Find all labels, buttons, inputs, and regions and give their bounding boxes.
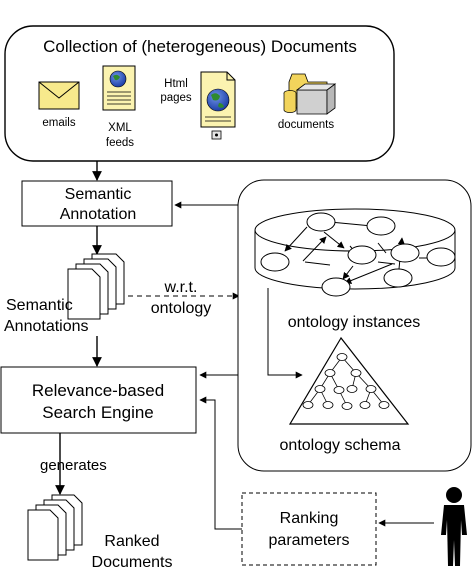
semantic-annotation-box: Semantic Annotation: [21, 180, 173, 227]
html-label-1: Html: [164, 78, 188, 90]
semantic-annotation-line1: Semantic: [65, 186, 132, 203]
generates-label: generates: [40, 457, 107, 474]
documents-label: documents: [278, 119, 335, 131]
ranking-parameters-line2: parameters: [269, 532, 350, 549]
ontology-container: ontology instances: [237, 179, 472, 472]
arrow-instances-to-schema: [267, 288, 303, 379]
ranked-documents-line2: Documents: [92, 554, 173, 571]
emails-label: emails: [42, 117, 75, 129]
ranked-documents-line1: Ranked: [104, 533, 159, 550]
instance-graph: [260, 212, 456, 297]
ranking-parameters-line1: Ranking: [280, 510, 339, 527]
ontology-schema-triangle: [288, 336, 410, 425]
xml-document-icon: [102, 65, 136, 111]
html-label-2: pages: [160, 92, 192, 104]
person-icon: [441, 487, 467, 566]
envelope-icon: [38, 81, 80, 110]
search-engine-box: Relevance-based Search Engine: [0, 366, 197, 434]
xml-label-1: XML: [108, 122, 132, 134]
semantic-annotation-line2: Annotation: [60, 206, 137, 223]
collection-title: Collection of (heterogeneous) Documents: [43, 37, 357, 56]
html-page-icon: [200, 71, 236, 140]
ontology-schema-label: ontology schema: [280, 437, 401, 454]
folder-icon: [283, 73, 337, 115]
search-engine-line1: Relevance-based: [32, 381, 164, 400]
wrt-label: w.r.t.: [164, 279, 198, 296]
annotations-document-stack: [67, 253, 125, 320]
search-engine-line2: Search Engine: [42, 403, 154, 422]
arrow-ranking-to-engine: [199, 396, 242, 530]
ontology-instances-label: ontology instances: [288, 314, 421, 331]
ontology-wrt-label: ontology: [151, 300, 212, 317]
ranking-parameters-box: Ranking parameters: [241, 492, 377, 566]
semantic-annotations-line1: Semantic: [6, 297, 73, 314]
ranked-document-stack: [27, 494, 83, 561]
semantic-annotations-line2: Annotations: [4, 318, 89, 335]
collection-box: Collection of (heterogeneous) Documents …: [4, 25, 395, 162]
xml-label-2: feeds: [106, 137, 134, 149]
